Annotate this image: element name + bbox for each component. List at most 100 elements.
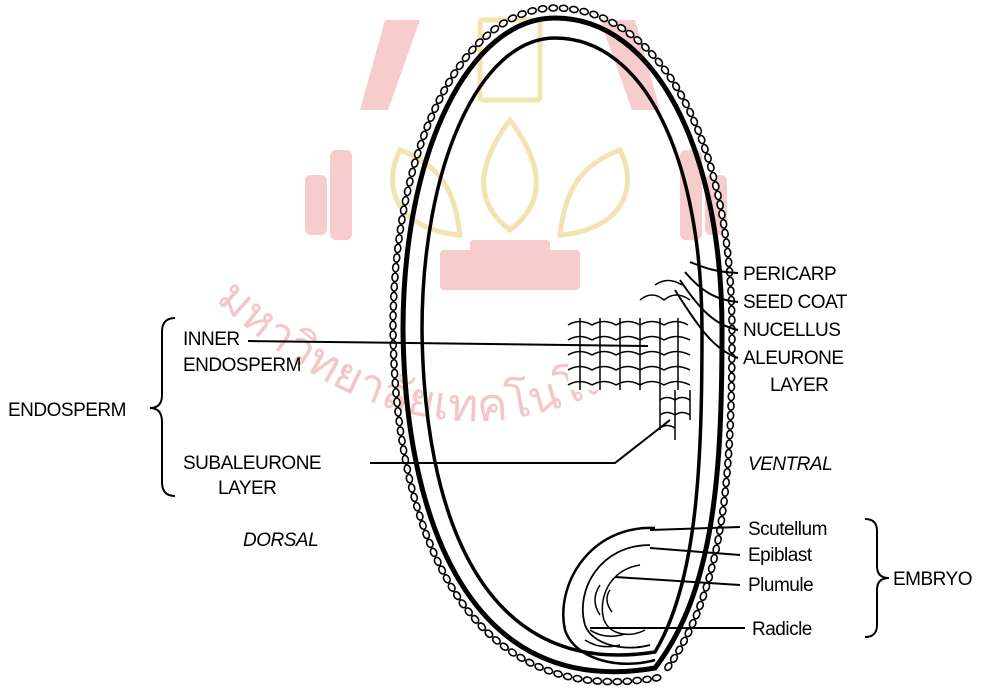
aleurone-cell <box>671 81 681 91</box>
aleurone-cell <box>474 38 484 48</box>
aleurone-cell <box>699 591 707 601</box>
aleurone-cell <box>397 427 404 436</box>
aleurone-cell <box>419 520 427 530</box>
aleurone-cell <box>431 103 440 113</box>
aleurone-cell <box>652 674 661 681</box>
aleurone-cell <box>728 287 734 296</box>
aleurone-cell <box>422 529 431 539</box>
aleurone-cell <box>696 601 705 611</box>
aleurone-cell <box>720 219 727 228</box>
aleurone-cell <box>593 678 602 685</box>
aleurone-cell <box>482 31 492 41</box>
plumule-leader <box>615 577 740 585</box>
ventral-label: VENTRAL <box>748 454 832 475</box>
aleurone-cell <box>391 369 398 378</box>
inner-endosperm-label-line2: ENDOSPERM <box>183 355 301 376</box>
aleurone-cell <box>724 468 731 477</box>
aleurone-cell <box>701 144 709 154</box>
aleurone-cell <box>517 10 527 19</box>
aleurone-cell <box>654 57 664 67</box>
aleurone-cell <box>394 398 401 407</box>
aleurone-cell <box>684 628 693 638</box>
aleurone-cell <box>390 331 396 339</box>
aleurone-cell <box>721 497 728 506</box>
aleurone-cell <box>458 599 468 609</box>
aleurone-cell <box>396 417 403 426</box>
aleurone-cell <box>579 8 589 16</box>
aleurone-cell <box>491 635 501 645</box>
subaleurone-label-line1: SUBALEURONE <box>183 453 321 474</box>
aleurone-cell <box>728 383 734 392</box>
dorsal-label: DORSAL <box>243 530 318 551</box>
aleurone-cell <box>413 502 421 512</box>
aleurone-cell <box>729 373 735 381</box>
aleurone-cell <box>392 263 399 272</box>
aleurone-label-line2: LAYER <box>770 375 828 396</box>
aleurone-cell <box>398 215 405 224</box>
radicle-label: Radicle <box>752 619 812 640</box>
embryo-brace <box>865 519 889 637</box>
aleurone-cell <box>727 421 733 430</box>
aleurone-cell <box>725 258 732 267</box>
aleurone-cell <box>408 483 416 493</box>
aleurone-cell <box>679 636 688 646</box>
aleurone-cell <box>544 666 554 675</box>
aleurone-cell <box>435 94 444 104</box>
aleurone-cell <box>527 7 537 15</box>
aleurone-cell <box>525 658 535 667</box>
endosperm-label: ENDOSPERM <box>8 400 126 421</box>
aleurone-cell <box>429 547 438 557</box>
aleurone-cell <box>729 363 735 371</box>
aleurone-cell <box>690 116 699 126</box>
aleurone-cell <box>438 565 447 575</box>
aleurone-cell <box>400 445 407 454</box>
aleurone-cell <box>729 344 735 352</box>
aleurone-cell <box>449 69 459 79</box>
aleurone-cell <box>569 6 578 13</box>
epiblast-leader <box>650 548 740 555</box>
aleurone-cell <box>725 449 732 458</box>
aleurone-cell <box>394 244 401 253</box>
aleurone-cell <box>398 436 405 445</box>
aleurone-cell <box>728 392 734 401</box>
aleurone-cell <box>417 140 425 150</box>
aleurone-cell <box>666 73 676 83</box>
aleurone-cell <box>397 225 404 234</box>
epiblast-label: Epiblast <box>748 545 813 566</box>
aleurone-cell <box>442 574 451 584</box>
ventral-tissue <box>568 281 690 441</box>
aleurone-cell <box>674 645 683 655</box>
aleurone-cell <box>589 10 599 18</box>
watermark-emblem <box>305 20 727 290</box>
aleurone-cell <box>664 661 674 671</box>
aleurone-cell <box>676 90 685 100</box>
aleurone-cell <box>390 302 396 311</box>
embryo-label: EMBRYO <box>893 569 972 590</box>
aleurone-cell <box>563 673 573 681</box>
aleurone-cell <box>660 65 670 75</box>
aleurone-cell <box>729 335 735 343</box>
aleurone-cell <box>623 678 632 684</box>
aleurone-cell <box>681 98 690 108</box>
aleurone-cell <box>461 52 471 62</box>
aleurone-label-line1: ALEURONE <box>743 348 844 369</box>
embryo-structure <box>563 528 655 664</box>
aleurone-cell <box>603 678 612 684</box>
aleurone-cell <box>393 254 400 263</box>
aleurone-cell <box>390 350 396 359</box>
aleurone-cell <box>390 340 396 349</box>
aleurone-cell <box>642 676 651 683</box>
aleurone-cell <box>710 554 718 564</box>
aleurone-cell <box>433 556 442 566</box>
aleurone-cell <box>390 321 396 329</box>
aleurone-cell <box>549 5 557 11</box>
leader-lines <box>248 262 745 628</box>
aleurone-cell <box>490 24 500 34</box>
aleurone-cell <box>455 60 465 70</box>
aleurone-cell <box>416 511 424 521</box>
aleurone-cell <box>573 675 582 682</box>
aleurone-cell <box>452 590 462 600</box>
aleurone-cell <box>467 45 477 55</box>
aleurone-cell <box>392 273 399 282</box>
aleurone-cell <box>723 239 730 248</box>
